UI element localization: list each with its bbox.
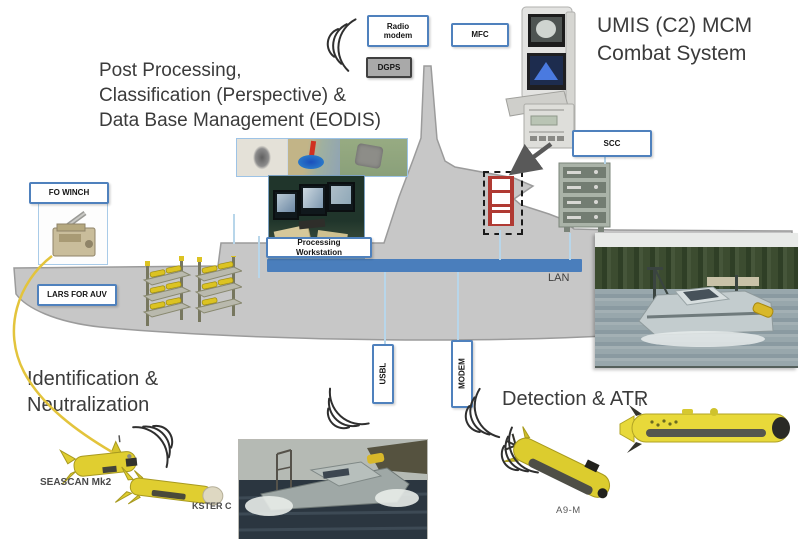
post-processing-annotation: Post Processing, Classification (Perspec… bbox=[99, 60, 381, 132]
connector-usbl bbox=[384, 272, 386, 344]
monitor bbox=[327, 182, 355, 212]
connector-deck bbox=[233, 214, 235, 244]
usbl-box: USBL bbox=[372, 344, 394, 404]
radio-modem-box: Radio modem bbox=[367, 15, 429, 47]
dgps-label: DGPS bbox=[377, 62, 401, 72]
seascan-vehicle-image bbox=[59, 435, 138, 485]
detection-annotation: Detection & ATR bbox=[502, 388, 649, 410]
mfc-label: MFC bbox=[471, 30, 489, 40]
processing-workstation-image bbox=[268, 175, 365, 259]
photo-shore-building bbox=[707, 277, 759, 286]
modem-label: MODEM bbox=[457, 358, 467, 390]
modem-box: MODEM bbox=[451, 340, 473, 408]
dgps-box: DGPS bbox=[366, 57, 412, 78]
kster-caption: KSTER C bbox=[192, 501, 232, 511]
sonar-panel-green bbox=[340, 139, 407, 176]
scc-label: SCC bbox=[603, 138, 621, 148]
monitor bbox=[273, 190, 299, 220]
sonar-object bbox=[354, 142, 384, 170]
rack-cluster bbox=[194, 256, 242, 322]
sonar-panel-grayscale bbox=[237, 139, 288, 176]
lars-label: LARS FOR AUV bbox=[47, 290, 107, 300]
sonar-panel-map bbox=[288, 139, 340, 176]
connector-scc-rack bbox=[569, 233, 571, 260]
diagram-title: UMIS (C2) MCM Combat System bbox=[597, 14, 753, 65]
fo-winch-box: FO WINCH bbox=[29, 182, 109, 204]
photo-forest bbox=[595, 247, 798, 291]
connector-modem bbox=[457, 272, 459, 340]
processing-workstation-box: Processing Workstation bbox=[266, 237, 372, 258]
wireless-arcs-usbl bbox=[312, 387, 370, 443]
usv-photo bbox=[595, 233, 798, 368]
keyboard bbox=[298, 218, 326, 230]
fo-winch-label: FO WINCH bbox=[48, 188, 90, 198]
monitor bbox=[299, 184, 327, 216]
boat-waves-photo bbox=[238, 439, 428, 539]
lars-for-auv-box: LARS FOR AUV bbox=[37, 284, 117, 306]
scc-rack-image bbox=[558, 162, 611, 232]
photo-sky bbox=[595, 233, 798, 249]
a9m-vehicle-image bbox=[503, 426, 611, 499]
connector-workstation bbox=[258, 236, 260, 278]
auv-side-vehicle-image bbox=[619, 398, 790, 453]
photo-headland bbox=[367, 440, 427, 474]
c2-rack-red bbox=[488, 176, 514, 226]
waves-boat bbox=[245, 449, 419, 516]
auv-storage-racks-image bbox=[142, 256, 242, 326]
eodis-sonar-screens-image bbox=[236, 138, 408, 177]
seascan-caption: SEASCAN Mk2 bbox=[40, 477, 112, 488]
identification-annotation: Identification & Neutralization bbox=[27, 368, 159, 417]
rack-cluster bbox=[142, 256, 192, 326]
umis-console-image bbox=[505, 6, 576, 149]
usv-boat bbox=[638, 267, 774, 347]
fo-winch-image bbox=[38, 203, 108, 265]
radio-modem-label: Radio modem bbox=[383, 21, 413, 40]
usbl-label: USBL bbox=[378, 363, 388, 385]
a9m-caption: A9-M bbox=[556, 505, 581, 516]
processing-workstation-label: Processing Workstation bbox=[295, 238, 343, 257]
mfc-box: MFC bbox=[451, 23, 509, 47]
connector-red-rack bbox=[499, 230, 501, 260]
lan-bus-bar bbox=[267, 259, 582, 272]
connector-scc-label bbox=[604, 156, 606, 164]
c2-rack-highlight bbox=[483, 171, 523, 235]
scc-box: SCC bbox=[572, 130, 652, 157]
kster-vehicle-image bbox=[114, 466, 224, 506]
lan-caption: LAN bbox=[548, 272, 570, 284]
rack-units bbox=[563, 167, 606, 223]
map-blue-blob bbox=[298, 155, 324, 169]
